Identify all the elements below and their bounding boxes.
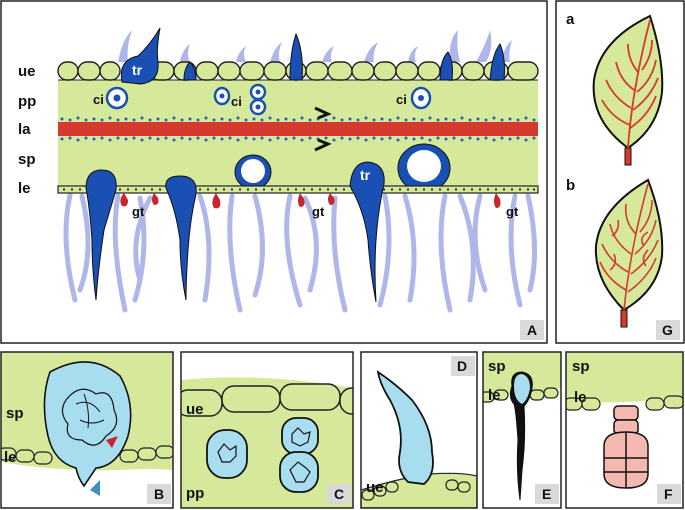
panel-c-label-ue: ue	[186, 401, 204, 418]
ci-label-3: ci	[396, 92, 407, 107]
panel-d-label-ue: ue	[366, 479, 384, 496]
gt-label-1: gt	[132, 204, 145, 219]
panel-b-label-sp: sp	[6, 405, 24, 422]
crystal-idioblasts	[105, 83, 432, 116]
panel-e-tag-box	[535, 484, 559, 504]
tr-upper-label: tr	[132, 62, 143, 78]
row-label-la: la	[18, 121, 31, 138]
panel-b-tag-box	[147, 484, 171, 504]
panel-e-label-sp: sp	[488, 358, 506, 375]
panel-e-tag: E	[542, 486, 551, 502]
panel-f-tag-box	[657, 484, 681, 504]
ci-label-2: ci	[231, 94, 242, 109]
panel-d-tag: D	[457, 358, 467, 374]
panel-a-tag-box	[520, 320, 544, 340]
crystal-druses	[113, 89, 424, 110]
gt-label-3: gt	[506, 204, 519, 219]
panel-c-tag: C	[334, 486, 344, 502]
panel-c: ue pp C	[180, 351, 354, 509]
li-label-1: li	[247, 163, 255, 179]
panel-f: sp le F	[565, 351, 684, 509]
panel-g: a b	[555, 0, 685, 344]
panel-c-tag-box	[327, 484, 351, 504]
ci-label-1: ci	[93, 92, 104, 107]
panel-e-label-le: le	[488, 387, 501, 404]
panel-b-tag: B	[154, 486, 164, 502]
tr-lower-label: tr	[360, 167, 371, 183]
panel-a-tag: A	[527, 322, 537, 338]
panel-f-tag: F	[664, 486, 673, 502]
row-label-pp: pp	[18, 93, 36, 110]
glandular-trichomes	[120, 193, 501, 209]
row-label-le: le	[18, 180, 31, 197]
panel-g-tag: G	[662, 322, 673, 338]
panel-g-tag-box	[656, 320, 680, 340]
leaf-a	[592, 14, 664, 166]
panel-d: ue D	[360, 351, 478, 509]
panel-d-tag-box	[451, 356, 475, 376]
row-label-sp: sp	[18, 151, 36, 168]
leaf-a-label: a	[566, 11, 575, 28]
arrowhead-blue	[90, 480, 100, 496]
lamina-vein	[58, 122, 538, 136]
panel-a: tr ci ci ci li li	[0, 0, 548, 344]
vein-dots	[60, 116, 536, 142]
panel-f-label-sp: sp	[572, 358, 590, 375]
lower-hairs	[63, 192, 537, 313]
lower-trichomes	[85, 161, 385, 303]
panel-b: sp le B	[0, 351, 174, 509]
upper-trichomes	[120, 27, 505, 85]
gt-label-2: gt	[312, 204, 325, 219]
li-label-2: li	[418, 158, 426, 174]
panel-b-label-le: le	[4, 449, 17, 466]
lower-epidermis	[57, 185, 539, 194]
lithocyst-b	[43, 361, 132, 488]
panel-f-label-le: le	[574, 389, 587, 406]
glandular-trichome-f	[603, 405, 649, 489]
panel-c-label-pp: pp	[186, 485, 204, 502]
arrowhead-red	[106, 436, 118, 448]
leaf-b	[594, 178, 664, 328]
panel-e: sp le E	[482, 351, 562, 509]
lithocysts	[234, 143, 451, 193]
row-label-ue: ue	[18, 63, 36, 80]
trichome-d	[376, 370, 434, 485]
leaf-b-label: b	[566, 177, 575, 194]
arrowhead-upper	[314, 106, 332, 120]
arrowhead-lower	[314, 138, 332, 152]
